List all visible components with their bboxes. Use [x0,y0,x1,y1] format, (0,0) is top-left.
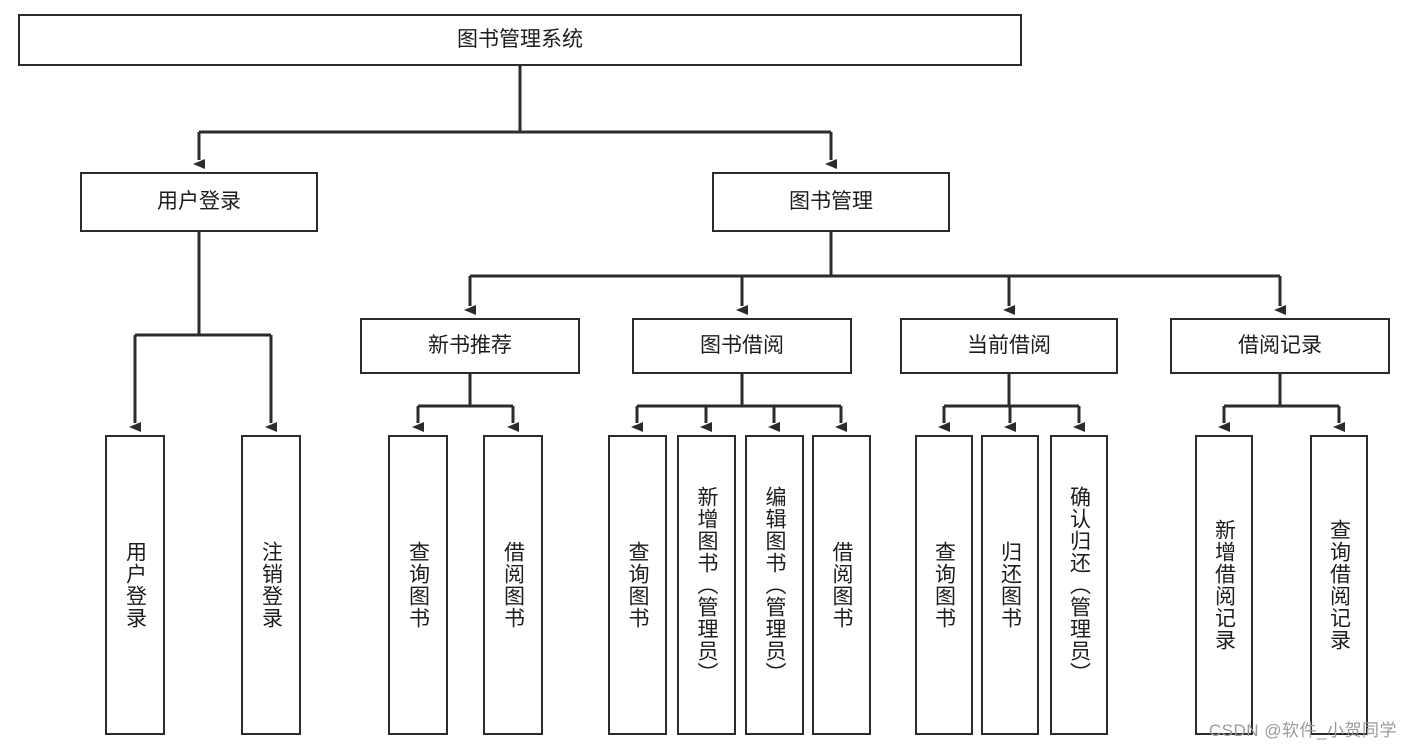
leaf-edit-book-admin-label: 编辑图书（管理员） [763,486,786,684]
node-user-login[interactable]: 用户登录 [80,172,318,232]
node-book-borrow[interactable]: 图书借阅 [632,318,852,374]
csdn-watermark: CSDN @软件_小贺同学 [1208,721,1397,740]
leaf-user-login-label: 用户登录 [123,541,147,629]
node-new-book-recommend-label: 新书推荐 [428,333,512,357]
leaf-confirm-return-admin[interactable]: 确认归还（管理员） [1050,435,1108,735]
leaf-add-borrow-record-label: 新增借阅记录 [1212,519,1236,651]
node-root-label: 图书管理系统 [457,27,583,51]
leaf-add-book-admin[interactable]: 新增图书（管理员） [677,435,736,735]
tree-edges [129,66,1345,432]
leaf-query-borrow-record-label: 查询借阅记录 [1327,519,1351,651]
node-current-borrow[interactable]: 当前借阅 [900,318,1118,374]
leaf-add-borrow-record[interactable]: 新增借阅记录 [1195,435,1253,735]
leaf-edit-book-admin[interactable]: 编辑图书（管理员） [745,435,804,735]
node-borrow-record-label: 借阅记录 [1238,333,1322,357]
node-borrow-record[interactable]: 借阅记录 [1170,318,1390,374]
node-book-management[interactable]: 图书管理 [712,172,950,232]
node-user-login-label: 用户登录 [157,189,241,213]
leaf-borrow-book-newbook-label: 借阅图书 [501,541,525,629]
node-book-management-label: 图书管理 [789,189,873,213]
leaf-return-book-label: 归还图书 [998,541,1022,629]
node-new-book-recommend[interactable]: 新书推荐 [360,318,580,374]
leaf-logout-login[interactable]: 注销登录 [241,435,301,735]
leaf-query-book-newbook[interactable]: 查询图书 [388,435,448,735]
node-book-borrow-label: 图书借阅 [700,333,784,357]
node-current-borrow-label: 当前借阅 [967,333,1051,357]
leaf-return-book[interactable]: 归还图书 [981,435,1039,735]
leaf-query-book-borrow[interactable]: 查询图书 [608,435,667,735]
leaf-borrow-book-borrow[interactable]: 借阅图书 [812,435,871,735]
leaf-add-book-admin-label: 新增图书（管理员） [695,486,718,684]
node-root[interactable]: 图书管理系统 [18,14,1022,66]
leaf-borrow-book-borrow-label: 借阅图书 [830,541,853,629]
leaf-query-book-current[interactable]: 查询图书 [915,435,973,735]
leaf-query-book-newbook-label: 查询图书 [406,541,430,629]
leaf-confirm-return-admin-label: 确认归还（管理员） [1067,486,1091,684]
leaf-borrow-book-newbook[interactable]: 借阅图书 [483,435,543,735]
leaf-query-book-current-label: 查询图书 [932,541,956,629]
leaf-logout-login-label: 注销登录 [259,541,283,629]
leaf-user-login[interactable]: 用户登录 [105,435,165,735]
leaf-query-book-borrow-label: 查询图书 [626,541,649,629]
leaf-query-borrow-record[interactable]: 查询借阅记录 [1310,435,1368,735]
